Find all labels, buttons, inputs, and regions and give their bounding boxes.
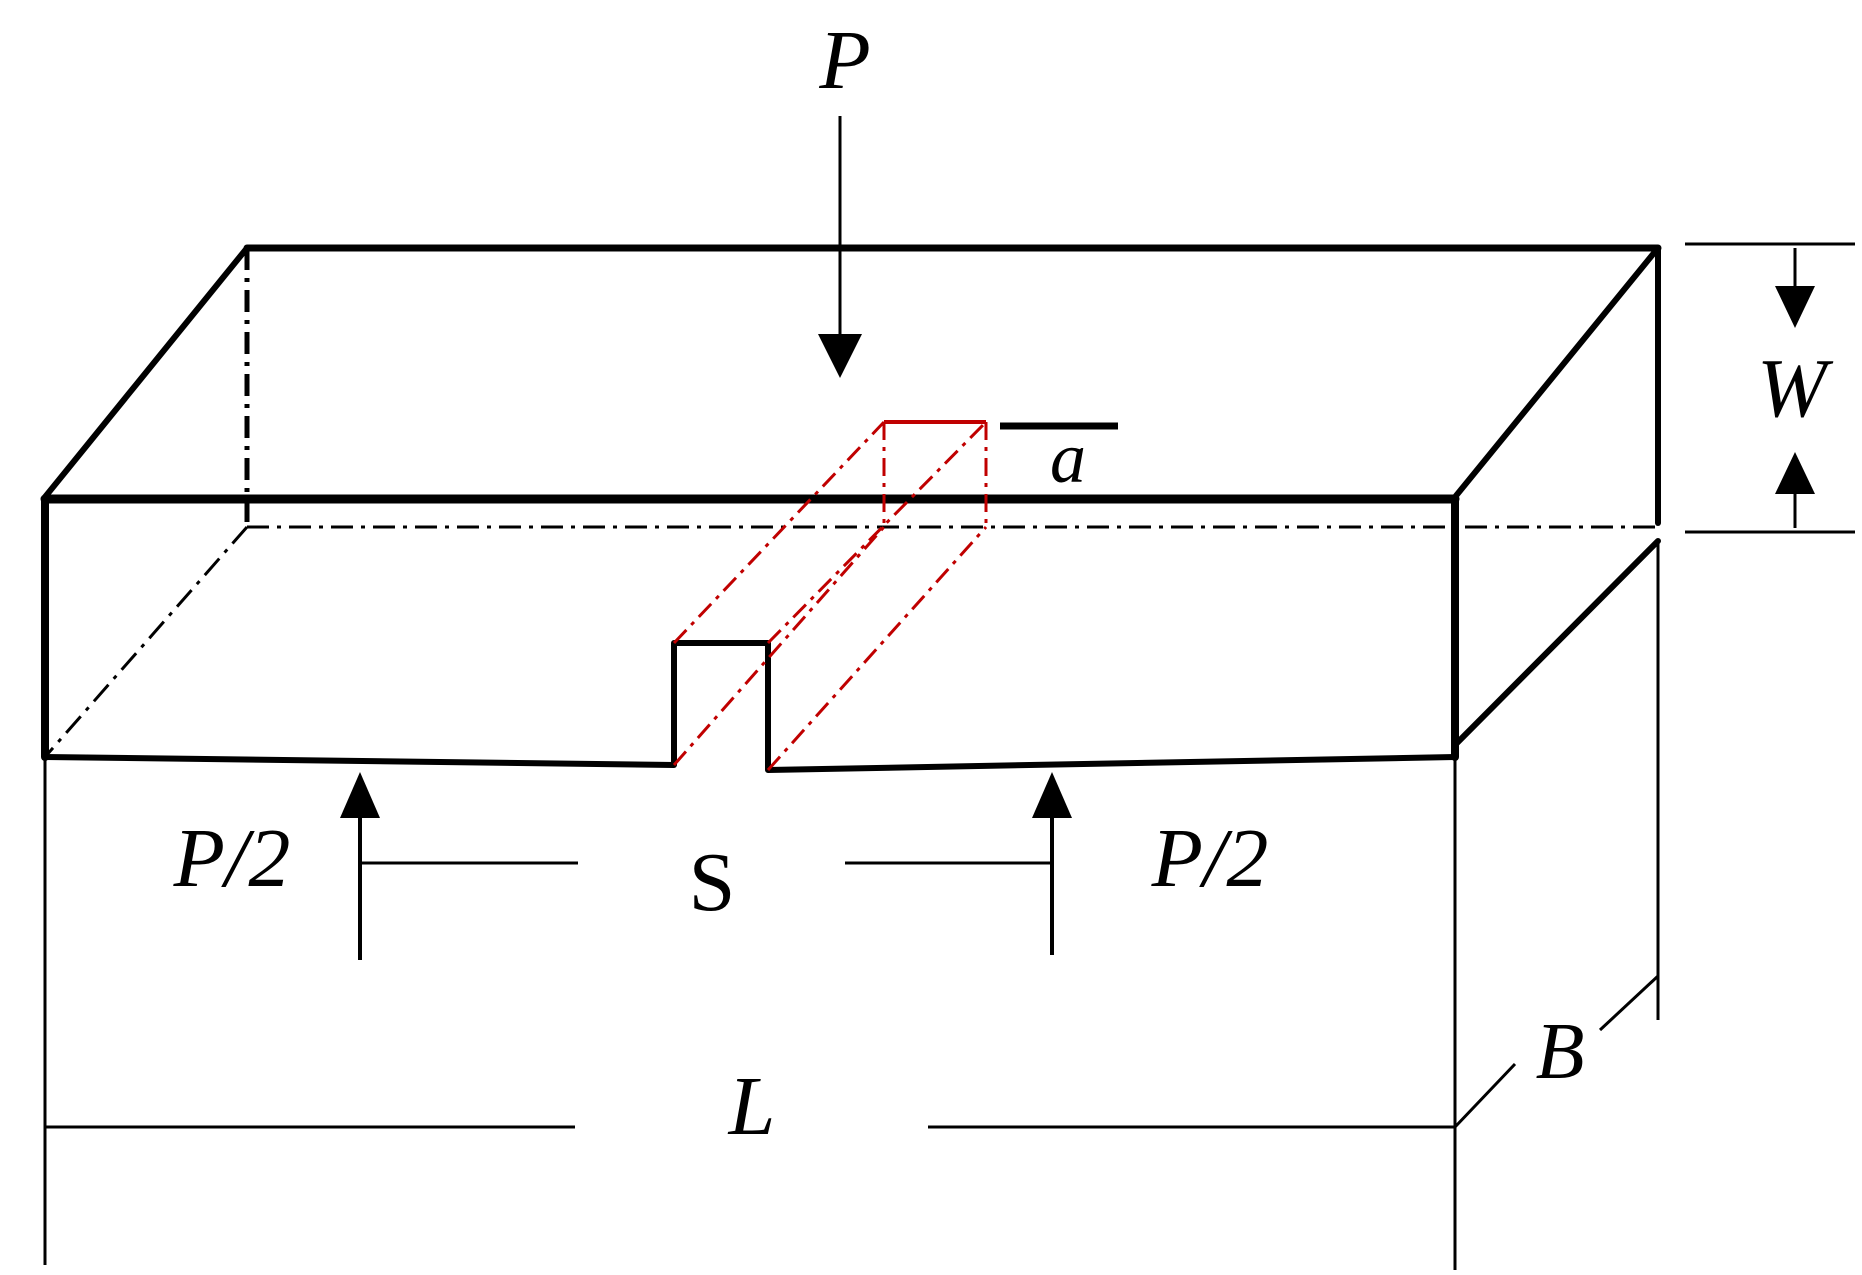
specimen-body — [40, 244, 1662, 773]
notch-proj-left-top — [672, 420, 886, 645]
notch-projection — [672, 420, 988, 772]
notch-proj-right-top — [766, 420, 988, 645]
hidden-left-bottom-slant-edge — [43, 526, 249, 758]
hidden-edges — [43, 248, 1658, 758]
width-arrow-bottom-head — [1775, 452, 1815, 494]
right-top-slant-edge — [1452, 245, 1661, 500]
notch-proj-left-bottom — [672, 526, 886, 766]
width-dimension — [1685, 242, 1855, 534]
load-arrow-head — [818, 334, 862, 378]
notch-proj-right-bottom — [766, 525, 988, 772]
width-label: W — [1757, 342, 1834, 435]
crack-depth-label: a — [1050, 418, 1086, 498]
width-arrow-top-head — [1775, 286, 1815, 328]
thickness-dimension — [1453, 541, 1660, 1129]
left-support-arrow-head — [340, 772, 380, 818]
front-bottom-edge-with-notch — [42, 640, 1458, 773]
right-reaction-label: P/2 — [1151, 812, 1269, 905]
thickness-line-upper — [1598, 974, 1660, 1032]
left-top-slant-edge — [42, 245, 250, 500]
thickness-label: B — [1536, 1008, 1585, 1096]
length-dimension — [43, 757, 1457, 1270]
right-support-arrow-head — [1032, 772, 1072, 818]
load-label: P — [818, 14, 870, 107]
left-reaction-label: P/2 — [173, 812, 291, 905]
span-label: S — [689, 836, 736, 929]
thickness-line-lower — [1453, 1062, 1517, 1129]
right-bottom-slant-edge — [1452, 538, 1661, 748]
length-label: L — [728, 1060, 776, 1153]
